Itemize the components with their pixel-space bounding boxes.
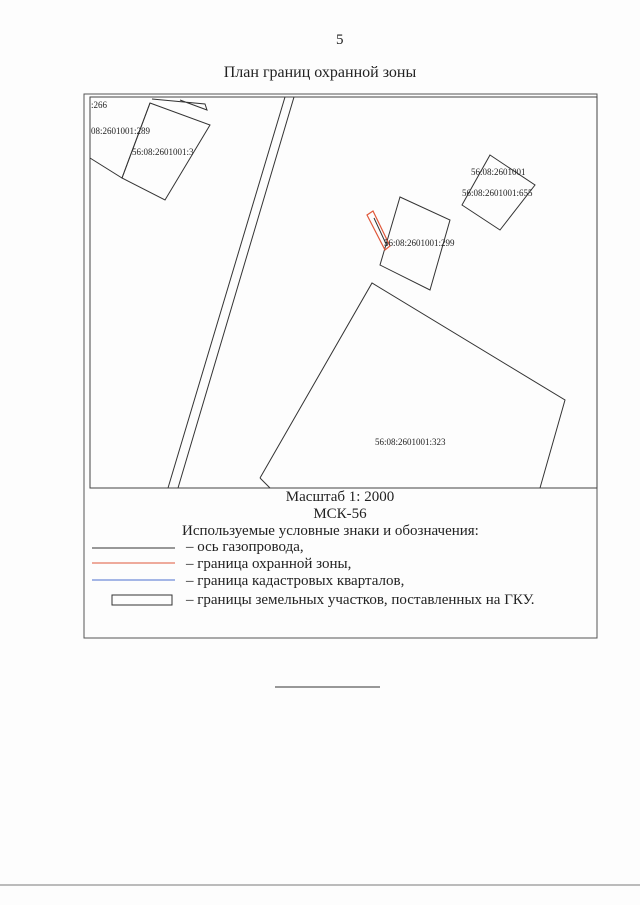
parcel-3-boundary xyxy=(121,102,211,201)
legend-item-quarter: – граница кадастровых кварталов, xyxy=(186,573,405,589)
page-title: План границ охранной зоны xyxy=(223,64,417,81)
parcel-label: 56:08:2601001:3 xyxy=(132,147,194,157)
legend-heading: Используемые условные знаки и обозначени… xyxy=(182,523,479,539)
map-frame xyxy=(89,96,598,489)
parcel-289-boundary xyxy=(89,102,151,179)
parcel-655-boundary xyxy=(461,154,536,231)
page-number: 5 xyxy=(336,32,344,48)
gas-pipeline-axis xyxy=(373,217,388,247)
parcel-label: 56:08:2601001:299 xyxy=(384,238,455,248)
legend-item-zone: – граница охранной зоны, xyxy=(186,556,352,572)
scale-text: Масштаб 1: 2000 xyxy=(285,489,395,505)
parcel-label: 56:08:2601001 xyxy=(471,167,526,177)
parcel-299-boundary xyxy=(379,196,451,291)
parcel-label: 08:2601001:289 xyxy=(91,126,151,136)
legend-symbol-parcel xyxy=(111,594,173,606)
road-line-2 xyxy=(177,96,295,489)
parcel-label: :266 xyxy=(91,100,108,110)
road-line-1 xyxy=(167,96,286,489)
parcel-label: 56:08:2601001:655 xyxy=(462,188,533,198)
parcel-sliver-boundary xyxy=(151,98,208,111)
protection-zone-boundary xyxy=(366,210,391,251)
crs-text: МСК-56 xyxy=(313,506,367,522)
legend-item-pipeline: – ось газопровода, xyxy=(186,539,304,555)
legend-item-parcel: – границы земельных участков, поставленн… xyxy=(186,592,535,608)
parcel-label: 56:08:2601001:323 xyxy=(375,437,446,447)
parcel-323-boundary xyxy=(259,282,566,489)
